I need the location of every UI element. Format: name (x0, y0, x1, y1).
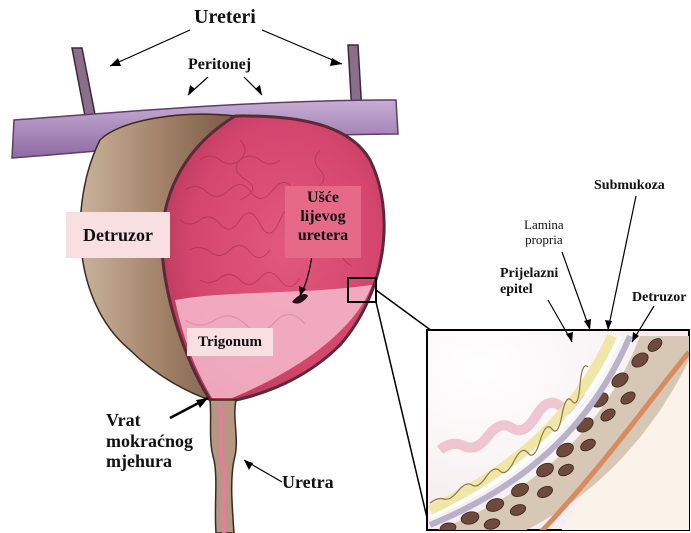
label-submukoza: Submukoza (594, 178, 665, 194)
label-prijelazni-group: Prijelazni epitel (500, 266, 558, 298)
label-usce-group: Ušće lijevog uretera (285, 186, 361, 258)
label-detruzor: Detruzor (66, 212, 170, 258)
label-lamina-group: Lamina propria (524, 218, 564, 248)
label-vrat-line2: mokraćnog (106, 431, 193, 452)
connector-line-top (376, 290, 436, 334)
label-usce-line2: lijevog (285, 207, 361, 226)
label-lamina-line1: Lamina (524, 218, 564, 233)
label-usce-line3: uretera (285, 226, 361, 245)
label-usce-line1: Ušće (285, 188, 361, 207)
label-prijelazni-line1: Prijelazni (500, 266, 558, 282)
label-vrat-group: Vrat mokraćnog mjehura (106, 410, 193, 472)
urethra (210, 400, 236, 533)
label-detruzor-inset: Detruzor (632, 290, 686, 306)
label-trigonum: Trigonum (187, 328, 273, 356)
label-lamina-line2: propria (524, 233, 564, 248)
label-uretra: Uretra (282, 472, 334, 493)
wall-layers-inset (427, 330, 689, 533)
label-peritonej: Peritonej (188, 56, 251, 74)
label-vrat-line1: Vrat (106, 410, 193, 431)
label-prijelazni-line2: epitel (500, 282, 558, 298)
label-vrat-line3: mjehura (106, 451, 193, 472)
connector-line-bottom (376, 302, 428, 522)
label-ureteri: Ureteri (194, 6, 256, 29)
